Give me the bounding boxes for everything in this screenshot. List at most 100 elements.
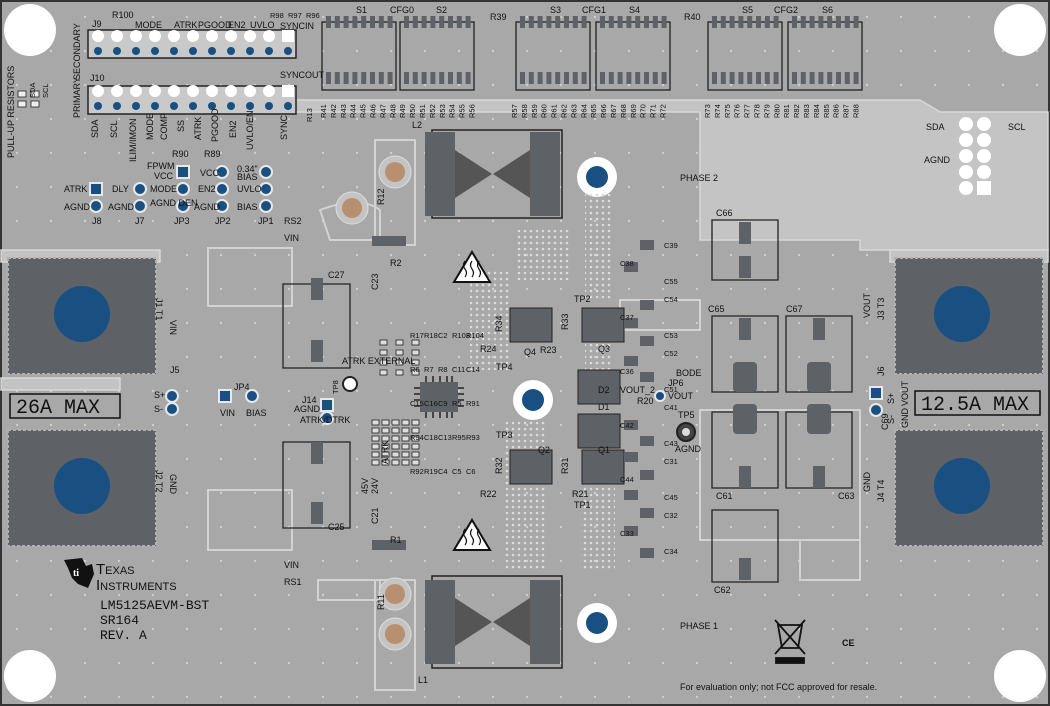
i2c-connector[interactable] (959, 117, 991, 195)
dip-switch-s2[interactable] (399, 16, 475, 91)
header-pin[interactable] (187, 85, 199, 97)
output-rating: 12.5A MAX (921, 394, 1029, 417)
header-pin[interactable] (94, 47, 102, 55)
header-pin[interactable] (149, 85, 161, 97)
label-j10: J10 (90, 73, 105, 83)
header-pin[interactable] (263, 30, 275, 42)
label-hdr-mode: MODE (145, 113, 155, 140)
header-pin[interactable] (111, 30, 123, 42)
label-tp5: TP5 (678, 410, 695, 420)
jumper-pad[interactable] (215, 182, 229, 196)
jumper-pad[interactable] (176, 182, 190, 196)
terminal-t4[interactable] (894, 429, 1044, 547)
header-pin[interactable] (94, 102, 102, 110)
jumper-pad[interactable] (320, 398, 334, 412)
jumper-pad[interactable] (89, 199, 103, 213)
header-pin[interactable] (246, 47, 254, 55)
jumper-pad[interactable] (215, 165, 229, 179)
label-r98: R98 (270, 11, 284, 20)
header-pin[interactable] (208, 47, 216, 55)
header-pin[interactable] (92, 30, 104, 42)
header-pin[interactable] (92, 85, 104, 97)
header-pin[interactable] (265, 47, 273, 55)
jumper-pad[interactable] (176, 199, 190, 213)
capacitor-label: C41 (664, 403, 678, 412)
label-agnd-j8: AGND (64, 202, 91, 212)
smd-part (371, 419, 380, 426)
header-pin[interactable] (113, 47, 121, 55)
header-pin[interactable] (168, 85, 180, 97)
jumper-pad[interactable] (259, 199, 273, 213)
jumper-pad[interactable] (215, 199, 229, 213)
header-pin[interactable] (168, 30, 180, 42)
jumper-pad[interactable] (89, 182, 103, 196)
capacitor (640, 436, 654, 446)
header-pin[interactable] (227, 47, 235, 55)
header-pin[interactable] (282, 30, 294, 42)
header-pin[interactable] (246, 102, 254, 110)
header-pin[interactable] (284, 102, 292, 110)
label-c62: C62 (714, 585, 731, 595)
label-q1: Q1 (598, 445, 610, 455)
jumper-pad[interactable] (320, 411, 334, 425)
header-pin[interactable] (130, 30, 142, 42)
dip-switch-s3[interactable] (515, 16, 591, 91)
mounting-hole (4, 4, 56, 56)
resistor-label: R53 (438, 104, 447, 118)
label-c65: C65 (708, 304, 725, 314)
jumper-pad[interactable] (869, 386, 883, 400)
header-pin[interactable] (151, 47, 159, 55)
header-pin[interactable] (130, 85, 142, 97)
header-pin[interactable] (284, 47, 292, 55)
header-pin[interactable] (170, 47, 178, 55)
capacitor-label: C52 (664, 349, 678, 358)
jumper-pad[interactable] (218, 389, 232, 403)
header-pin[interactable] (132, 47, 140, 55)
header-pin[interactable] (206, 30, 218, 42)
header-pin[interactable] (170, 102, 178, 110)
jumper-pad[interactable] (133, 182, 147, 196)
label-r23: R23 (540, 345, 557, 355)
jumper-pad[interactable] (165, 402, 179, 416)
header-pin[interactable] (206, 85, 218, 97)
header-pin[interactable] (282, 85, 294, 97)
header-pin[interactable] (225, 85, 237, 97)
jp6-bode-pad[interactable] (654, 390, 666, 402)
label-atrk-external: ATRK EXTERNAL (342, 356, 415, 366)
jumper-pad[interactable] (133, 199, 147, 213)
header-pin[interactable] (187, 30, 199, 42)
mosfet-d1 (577, 413, 621, 449)
header-pin[interactable] (227, 102, 235, 110)
jumper-pad[interactable] (259, 182, 273, 196)
jumper-pad[interactable] (869, 403, 883, 417)
dip-switch-s5[interactable] (707, 16, 783, 91)
dip-switch-s4[interactable] (595, 16, 671, 91)
header-pin[interactable] (208, 102, 216, 110)
header-pin[interactable] (111, 85, 123, 97)
jumper-pad[interactable] (176, 165, 190, 179)
header-pin[interactable] (151, 102, 159, 110)
header-pin[interactable] (244, 30, 256, 42)
label-j7: J7 (135, 216, 145, 226)
header-pin[interactable] (189, 102, 197, 110)
header-pin[interactable] (149, 30, 161, 42)
header-pin[interactable] (265, 102, 273, 110)
label-jp1: JP1 (258, 216, 274, 226)
capacitor (624, 526, 638, 536)
header-pin[interactable] (244, 85, 256, 97)
resistor-label: R46 (369, 104, 378, 118)
header-pin[interactable] (263, 85, 275, 97)
jumper-pad[interactable] (245, 389, 259, 403)
resistor-label: R74 (713, 104, 722, 118)
header-pin[interactable] (189, 47, 197, 55)
header-pin[interactable] (132, 102, 140, 110)
dip-switch-s6[interactable] (787, 16, 863, 91)
tp8-test-point[interactable] (342, 376, 358, 392)
dip-switch-s1[interactable] (321, 16, 397, 91)
header-pin[interactable] (225, 30, 237, 42)
jumper-pad[interactable] (165, 389, 179, 403)
jumper-pad[interactable] (259, 165, 273, 179)
resistor-label: R62 (560, 104, 569, 118)
header-pin[interactable] (113, 102, 121, 110)
component-label: R19 (424, 467, 438, 476)
